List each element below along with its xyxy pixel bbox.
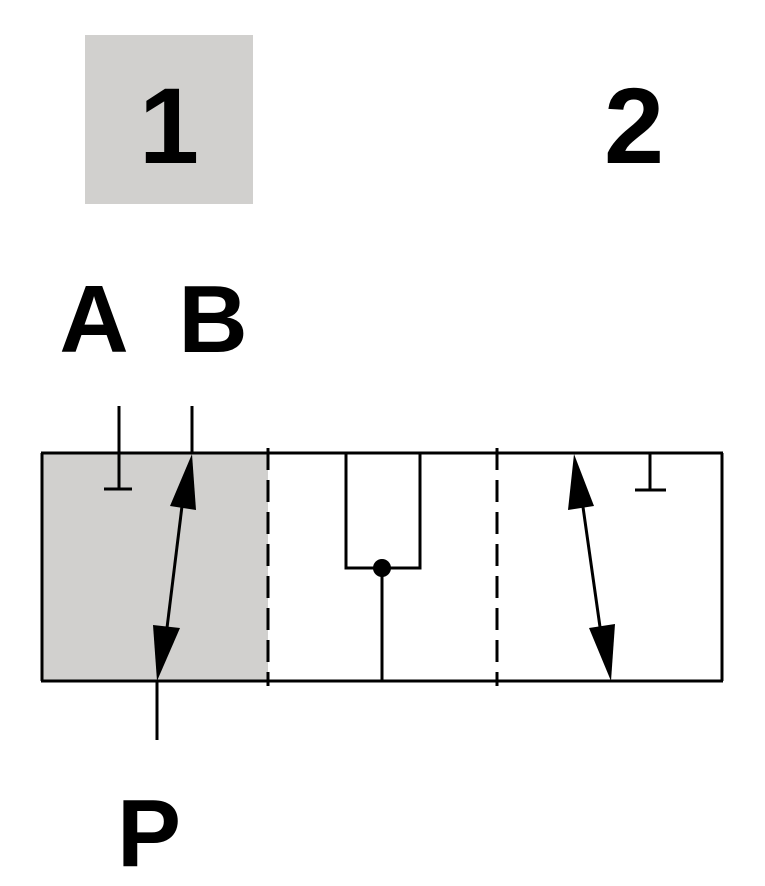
flow-arrow-3-shaft: [580, 499, 603, 635]
position-1-highlight: [85, 35, 253, 204]
flow-arrow-3-head-up: [568, 454, 594, 510]
junction-dot: [373, 559, 391, 577]
port-a-label: A: [59, 266, 128, 373]
flow-arrow-1-head-up: [170, 454, 196, 510]
port-lines: [104, 406, 194, 740]
junction-path: [344, 453, 422, 570]
flow-arrow-1-shaft: [164, 497, 185, 637]
envelope-3-flow: [568, 453, 666, 681]
flow-arrow-3-head-down: [589, 624, 615, 681]
envelope-dividers: [266, 448, 499, 686]
envelope-1-flow: [153, 454, 196, 681]
flow-arrow-1-head-down: [153, 625, 180, 681]
position-2-label: 2: [604, 65, 664, 186]
position-1-label: 1: [139, 65, 199, 186]
port-p-label: P: [117, 780, 181, 886]
port-b-label: B: [178, 266, 247, 373]
